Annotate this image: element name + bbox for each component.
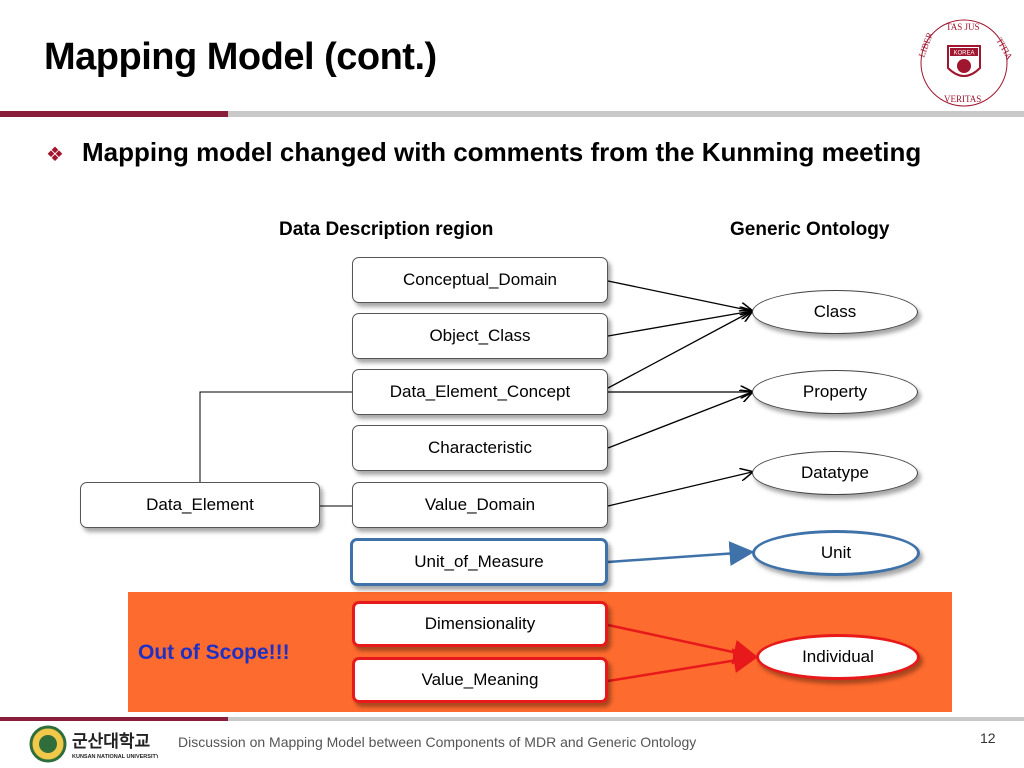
svg-text:KOREA: KOREA — [953, 51, 974, 57]
ontology-node-class: Class — [752, 290, 918, 334]
kunsan-university-logo: 군산대학교 KUNSAN NATIONAL UNIVERSITY — [29, 725, 158, 763]
footer-divider — [228, 717, 1024, 721]
university-seal: KOREA LIBER TAS JUS TITIA VERITAS — [916, 19, 1015, 107]
svg-text:KUNSAN NATIONAL UNIVERSITY: KUNSAN NATIONAL UNIVERSITY — [72, 754, 158, 760]
mdr-box-characteristic: Characteristic — [352, 425, 608, 471]
ontology-node-property: Property — [752, 370, 918, 414]
data-element-box: Data_Element — [80, 482, 320, 528]
mdr-box-object-class: Object_Class — [352, 313, 608, 359]
footer-divider-accent — [0, 717, 228, 721]
ontology-node-unit: Unit — [752, 530, 920, 576]
svg-text:VERITAS: VERITAS — [944, 94, 981, 104]
right-region-heading: Generic Ontology — [730, 219, 890, 240]
slide-title: Mapping Model (cont.) — [44, 36, 437, 78]
footer-text: Discussion on Mapping Model between Comp… — [178, 734, 697, 750]
mdr-box-data-element-concept: Data_Element_Concept — [352, 369, 608, 415]
mdr-box-value-domain: Value_Domain — [352, 482, 608, 528]
mdr-box-unit-of-measure: Unit_of_Measure — [350, 538, 608, 586]
ontology-node-individual: Individual — [756, 634, 920, 680]
diamond-bullet-icon: ❖ — [46, 144, 64, 166]
left-region-heading: Data Description region — [279, 219, 494, 240]
ontology-node-datatype: Datatype — [752, 451, 918, 495]
svg-text:TAS JUS: TAS JUS — [946, 22, 980, 32]
mdr-box-conceptual-domain: Conceptual_Domain — [352, 257, 608, 303]
svg-text:군산대학교: 군산대학교 — [72, 732, 151, 752]
header-divider-accent — [0, 111, 228, 117]
bullet-text: Mapping model changed with comments from… — [82, 137, 922, 167]
out-of-scope-label: Out of Scope!!! — [138, 641, 290, 664]
mdr-box-dimensionality: Dimensionality — [352, 601, 608, 647]
page-number: 12 — [980, 730, 996, 746]
header-divider — [228, 111, 1024, 117]
mdr-box-value-meaning: Value_Meaning — [352, 657, 608, 703]
